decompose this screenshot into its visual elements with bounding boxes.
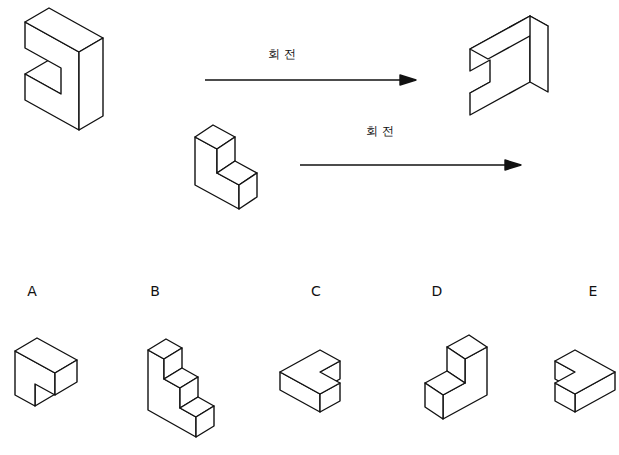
l-block bbox=[195, 125, 257, 209]
arrow-head bbox=[400, 75, 416, 85]
option-letter: B bbox=[150, 284, 160, 299]
rotation-arrow bbox=[300, 164, 508, 166]
option-letter: E bbox=[589, 284, 598, 299]
rotation-label: 회 전 bbox=[366, 125, 394, 138]
block-face bbox=[55, 360, 77, 395]
option-a-block bbox=[15, 338, 77, 406]
rotation-arrow bbox=[205, 79, 403, 81]
option-letter: C bbox=[311, 284, 321, 299]
option-letter: D bbox=[432, 284, 443, 299]
rotated-c-block bbox=[470, 16, 548, 115]
option-c-block bbox=[280, 350, 340, 412]
block-face bbox=[79, 38, 103, 130]
block-face bbox=[196, 406, 214, 437]
option-d-block bbox=[425, 335, 487, 419]
option-e-block bbox=[555, 350, 615, 412]
arrow-head bbox=[505, 160, 521, 170]
c-block bbox=[25, 8, 103, 130]
rotation-label: 회 전 bbox=[268, 48, 296, 61]
block-face bbox=[530, 16, 548, 92]
option-b-block bbox=[148, 339, 214, 437]
option-letter: A bbox=[27, 284, 37, 299]
